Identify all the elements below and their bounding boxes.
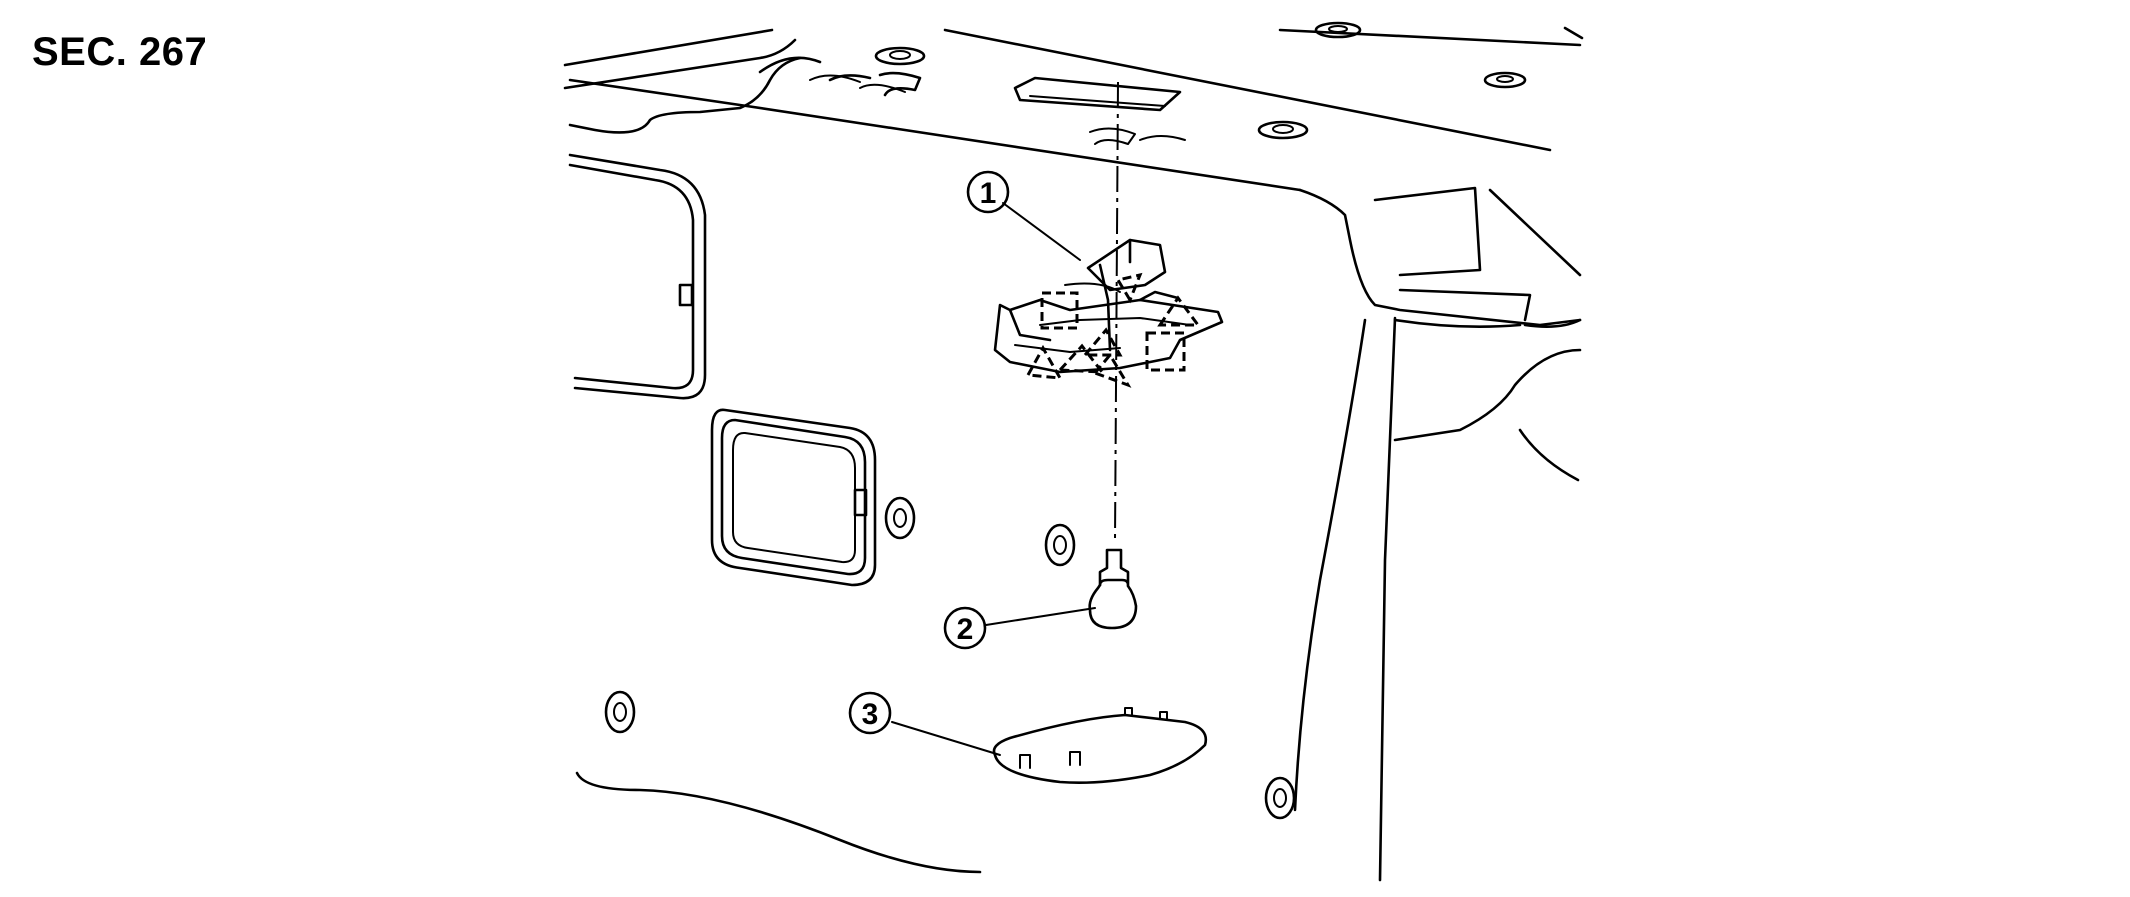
lamp-housing: [993, 238, 1224, 388]
callout-2-circle: [943, 606, 987, 650]
callout-3-number: 3: [862, 698, 879, 731]
leader-line-1: [1002, 202, 1081, 261]
leader-line-2: [985, 607, 1096, 626]
callout-2-number: 2: [957, 613, 974, 646]
left-side-panel: [568, 153, 1296, 874]
callout-1-number: 1: [980, 177, 997, 210]
assembly-axis-line: [1114, 81, 1119, 541]
bulb: [1088, 548, 1138, 630]
lens: [992, 707, 1208, 784]
callout-1-circle: [966, 170, 1010, 214]
callout-3-circle: [848, 691, 892, 735]
section-label: SEC. 267: [32, 30, 208, 74]
roof-panel: [563, 21, 1584, 482]
callout-2: 2: [943, 606, 1096, 650]
callout-3: 3: [848, 691, 1001, 756]
leader-line-3: [891, 721, 1001, 756]
callout-1: 1: [966, 170, 1081, 261]
pillar: [1293, 316, 1397, 882]
